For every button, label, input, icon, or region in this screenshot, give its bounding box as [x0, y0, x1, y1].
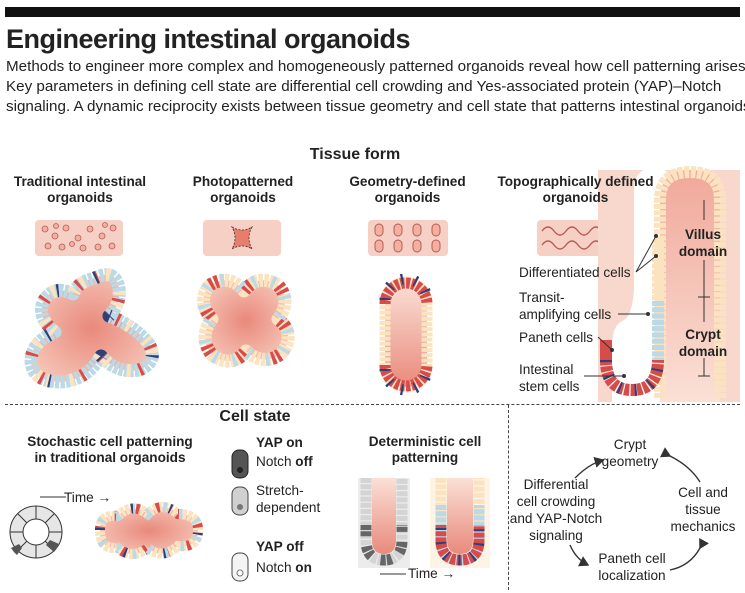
- section-divider: [5, 404, 740, 405]
- callout-transit-2: amplifying cells: [519, 307, 612, 322]
- stochastic-budding-organoid: [94, 502, 204, 559]
- time-label: Time →: [64, 490, 112, 505]
- callout-paneth-cells: Paneth cells: [519, 330, 594, 345]
- cycle-differential-crowding: Differential cell crowding and YAP-Notch…: [509, 477, 603, 543]
- legend-yap-on: YAP on: [256, 435, 303, 450]
- legend-yap-off-cell: [231, 552, 249, 582]
- section-heading-cell-state: Cell state: [219, 408, 291, 425]
- top-rule: [5, 7, 740, 17]
- callout-stem-2: stem cells: [519, 379, 580, 394]
- crypt-domain-label: Crypt domain: [678, 327, 728, 359]
- villus-domain-label: Villus domain: [678, 227, 728, 259]
- intro-line: Methods to engineer more complex and hom…: [6, 58, 745, 75]
- photopatterned-organoid: [197, 273, 295, 368]
- legend-notch-on: Notch on: [256, 560, 312, 575]
- topographic-crypt-villus: [584, 165, 740, 402]
- geometry-organoid: [379, 273, 433, 396]
- stochastic-sphere: [9, 505, 63, 559]
- cycle-mechanics: Cell and tissue mechanics: [670, 485, 736, 534]
- cycle-crypt-geometry: Crypt geometry: [601, 437, 659, 469]
- deterministic-crypt-early: [358, 478, 410, 568]
- gel-pad-photopatterned: [203, 220, 281, 256]
- legend-notch-off: Notch off: [256, 454, 313, 469]
- time-label-deterministic: Time →: [408, 566, 456, 581]
- traditional-organoid: [24, 268, 159, 389]
- column-divider: [508, 405, 509, 590]
- section-heading-tissue-form: Tissue form: [309, 146, 401, 163]
- legend-stretch-2: dependent: [256, 500, 321, 515]
- cycle-arrows: [569, 447, 709, 571]
- deterministic-crypt-late: [430, 478, 490, 568]
- gel-pad-geometry: [368, 220, 448, 256]
- gel-pad-traditional: [35, 220, 123, 256]
- legend-yap-on-cell: [231, 449, 249, 479]
- callout-differentiated-cells: Differentiated cells: [519, 265, 631, 280]
- intro-text: Methods to engineer more complex and hom…: [6, 57, 745, 117]
- legend-stretch-1: Stretch-: [256, 483, 304, 498]
- callout-transit-1: Transit-: [519, 290, 565, 305]
- cycle-paneth-localization: Paneth cell localization: [598, 551, 666, 583]
- intro-line: Key parameters in defining cell state ar…: [6, 78, 722, 95]
- legend-yap-off: YAP off: [256, 539, 304, 554]
- column-label-topographic: Topographically defined organoids: [497, 174, 654, 205]
- stochastic-label: Stochastic cell patterning in traditiona…: [27, 434, 193, 465]
- column-label-geometry: Geometry-defined organoids: [349, 174, 466, 205]
- column-label-traditional: Traditional intestinal organoids: [13, 174, 147, 205]
- intro-line: signaling. A dynamic reciprocity exists …: [6, 98, 745, 115]
- callout-stem-1: Intestinal: [519, 362, 574, 377]
- deterministic-label: Deterministic cell patterning: [368, 434, 482, 465]
- column-label-photopatterned: Photopatterned organoids: [192, 174, 294, 205]
- legend-stretch-cell: [231, 486, 249, 516]
- figure-title: Engineering intestinal organoids: [6, 24, 411, 54]
